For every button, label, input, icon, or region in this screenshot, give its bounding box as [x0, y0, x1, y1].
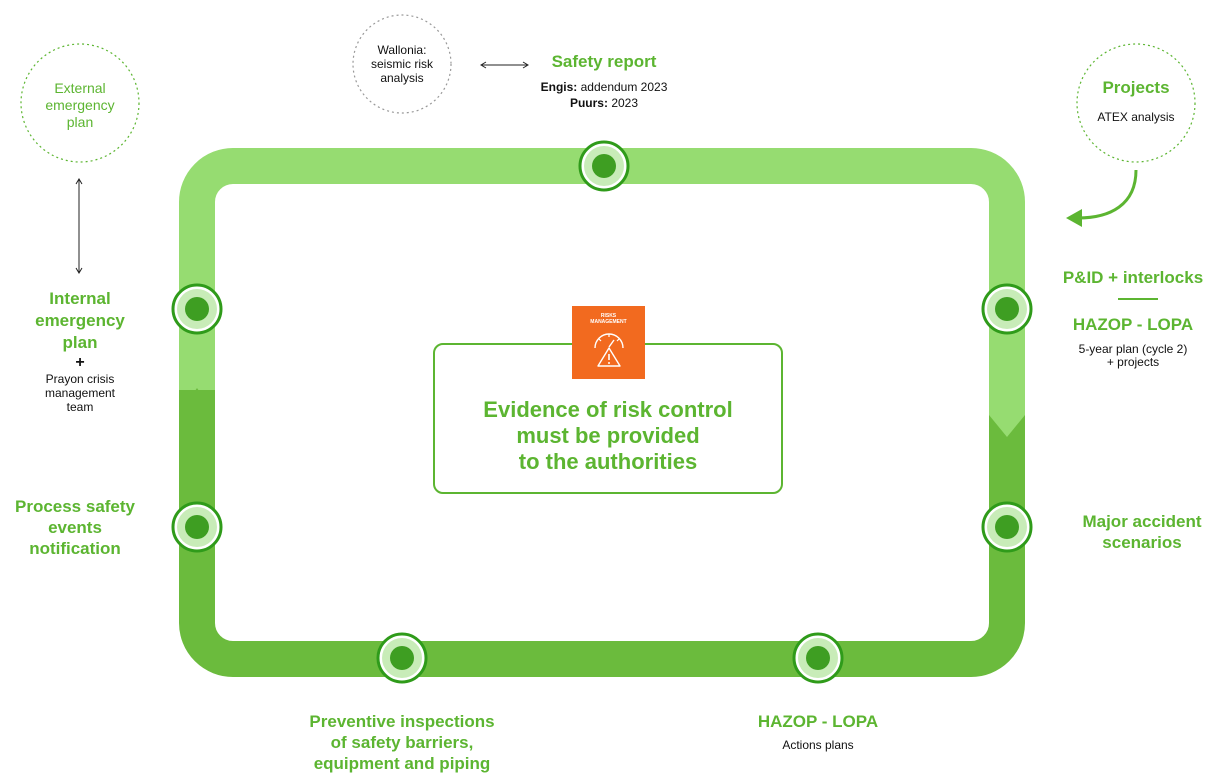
loop-node-bottom-left [376, 632, 428, 684]
plus-icon: + [75, 354, 85, 371]
projects: Projects ATEX analysis [1077, 78, 1195, 124]
risk-icon-label-2: MANAGEMENT [590, 319, 627, 325]
loop-node-right-upper [981, 283, 1033, 335]
loop-node-bottom-right [792, 632, 844, 684]
loop-node-left-lower [171, 501, 223, 553]
crisis-line-2: management [44, 386, 116, 400]
process-line-1: Process safety [14, 497, 136, 516]
wallonia-line-2: seismic risk [371, 57, 433, 71]
hazop-lopa-bottom: HAZOP - LOPA Actions plans [738, 711, 898, 752]
wallonia-circle [352, 14, 452, 114]
hazop-bottom-subtitle: Actions plans [782, 738, 854, 752]
wallonia-line-3: analysis [380, 71, 424, 85]
risk-icon-label-1: RISKS [600, 313, 617, 319]
pid-title: P&ID + interlocks [1062, 268, 1204, 287]
curved-arrow-icon [1066, 169, 1138, 227]
double-arrow-vertical-icon [75, 178, 83, 274]
center-evidence-text: Evidence of risk control must be provide… [433, 397, 783, 475]
safety-report: Safety report Engis: addendum 2023 Puurs… [530, 52, 678, 111]
internal-line-1: Internal [49, 289, 111, 308]
preventive-line-1: Preventive inspections [309, 712, 495, 731]
wallonia-line-1: Wallonia: [377, 43, 427, 57]
engis-value: addendum 2023 [577, 80, 668, 94]
external-line-1: External [54, 80, 106, 96]
external-line-2: emergency [45, 97, 115, 113]
crisis-line-3: team [66, 400, 94, 414]
pid-plan-line-1: 5-year plan (cycle 2) [1078, 342, 1188, 356]
projects-circle [1076, 43, 1196, 163]
projects-title: Projects [1102, 78, 1170, 97]
internal-line-3: plan [62, 333, 98, 352]
internal-line-2: emergency [35, 311, 125, 330]
puurs-value: 2023 [607, 96, 639, 110]
major-accident-scenarios: Major accident scenarios [1062, 511, 1219, 553]
preventive-line-2: of safety barriers, [330, 733, 474, 752]
hazop-bottom-title: HAZOP - LOPA [757, 712, 879, 731]
center-line-2: must be provided [516, 423, 700, 448]
preventive-line-3: equipment and piping [313, 754, 491, 773]
risk-management-icon: RISKS MANAGEMENT [572, 306, 645, 379]
safety-report-title: Safety report [551, 52, 657, 71]
loop-node-left-upper [171, 283, 223, 335]
external-emergency-plan: External emergency plan [21, 80, 139, 131]
process-safety-events: Process safety events notification [0, 496, 150, 559]
wallonia-seismic: Wallonia: seismic risk analysis [353, 43, 451, 85]
center-line-3: to the authorities [518, 449, 698, 474]
process-line-2: events [48, 518, 102, 537]
pid-hazop: HAZOP - LOPA [1072, 315, 1194, 334]
engis-label: Engis: [540, 80, 578, 94]
gauge-warning-icon [594, 333, 624, 367]
loop-node-top [578, 140, 630, 192]
pid-interlocks: P&ID + interlocks HAZOP - LOPA 5-year pl… [1048, 268, 1218, 369]
major-line-1: Major accident [1082, 512, 1202, 531]
safety-report-engis: Engis: addendum 2023 [530, 79, 678, 95]
crisis-line-1: Prayon crisis [45, 372, 115, 386]
external-plan-circle [20, 43, 140, 163]
process-line-3: notification [29, 539, 121, 558]
major-line-2: scenarios [1102, 533, 1182, 552]
puurs-label: Puurs: [569, 96, 608, 110]
preventive-inspections: Preventive inspections of safety barrier… [292, 711, 512, 774]
internal-emergency-plan: Internal emergency plan + Prayon crisis … [20, 288, 140, 414]
loop-node-right-lower [981, 501, 1033, 553]
safety-report-puurs: Puurs: 2023 [530, 95, 678, 111]
pid-plan-line-2: + projects [1106, 355, 1160, 369]
projects-subtitle: ATEX analysis [1097, 110, 1175, 124]
center-line-1: Evidence of risk control [483, 397, 733, 422]
double-arrow-horizontal-icon [480, 61, 529, 69]
external-line-3: plan [66, 114, 94, 130]
loop-arrow-right [989, 390, 1025, 437]
loop-arrow-left [179, 388, 215, 414]
